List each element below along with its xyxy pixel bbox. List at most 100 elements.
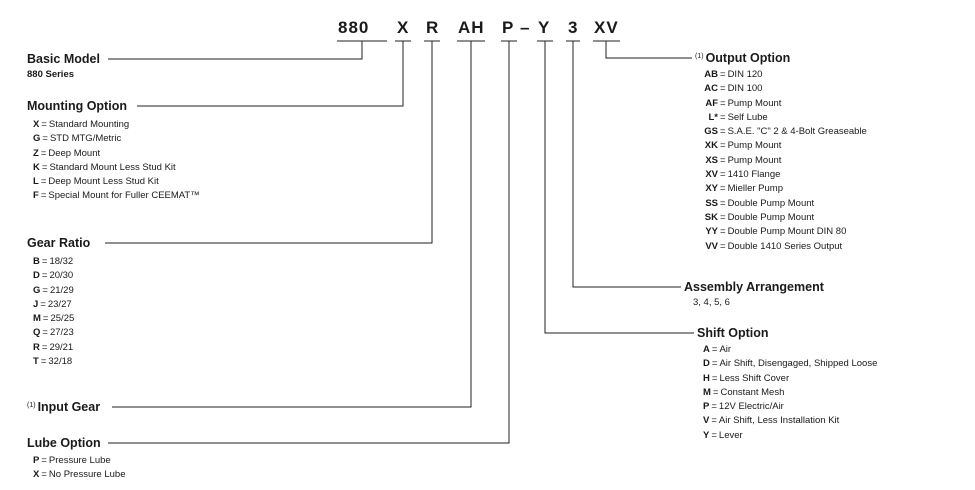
option-code: M (33, 313, 41, 325)
equals-sign: = (720, 111, 726, 123)
gear-ratio-title: Gear Ratio (27, 236, 91, 250)
option-code: GS (704, 126, 718, 138)
footnote-mark: (1) (695, 53, 704, 60)
option-description: Double Pump Mount (727, 197, 815, 209)
leader-shift-option (544, 41, 694, 334)
option-code: R (33, 341, 40, 353)
equals-sign: = (41, 455, 47, 466)
code-input-gear: AH (458, 18, 485, 37)
list-item: XS=Pump Mount (695, 154, 867, 168)
option-code: AB (704, 69, 718, 80)
equals-sign: = (41, 161, 48, 173)
equals-sign: = (720, 197, 726, 209)
list-item: M=25/25 (27, 312, 90, 326)
leader-output-option (605, 41, 692, 59)
equals-sign: = (720, 240, 726, 252)
list-item: A=Air (697, 343, 877, 357)
equals-sign: = (720, 154, 726, 166)
option-description: No Pressure Lube (48, 469, 126, 481)
list-item: B=18/32 (27, 255, 90, 269)
option-code: D (33, 270, 40, 282)
equals-sign: = (41, 256, 48, 267)
option-description: Double 1410 Series Output (727, 240, 843, 252)
list-item: X=No Pressure Lube (27, 468, 125, 482)
equals-sign: = (41, 119, 47, 130)
option-code: XV (705, 169, 718, 181)
option-code: P (703, 401, 710, 413)
option-description: Constant Mesh (720, 386, 785, 398)
option-description: 20/30 (49, 270, 74, 282)
option-code: X (33, 469, 40, 481)
leader-basic-model (108, 41, 363, 60)
input-gear-title: Input Gear (37, 400, 101, 414)
list-item: L=Deep Mount Less Stud Kit (27, 175, 200, 189)
list-item: G=21/29 (27, 284, 90, 298)
equals-sign: = (711, 429, 717, 441)
list-item: F=Special Mount for Fuller CEEMAT™ (27, 189, 200, 203)
list-item: VV=Double 1410 Series Output (695, 240, 867, 254)
equals-sign: = (40, 356, 47, 368)
equals-sign: = (711, 372, 718, 384)
code-output-option: XV (594, 18, 619, 37)
list-item: P=12V Electric/Air (697, 400, 877, 414)
list-item: X=Standard Mounting (27, 118, 200, 132)
option-code: L (33, 176, 39, 188)
option-description: Air Shift, Disengaged, Shipped Loose (719, 358, 878, 370)
list-item: J=23/27 (27, 298, 90, 312)
option-code: G (33, 284, 41, 296)
equals-sign: = (720, 140, 726, 152)
equals-sign: = (720, 183, 726, 195)
option-code: P (33, 455, 40, 466)
option-description: 23/27 (47, 298, 72, 310)
shift-option-title: Shift Option (697, 326, 769, 340)
option-code: XK (704, 140, 718, 152)
equals-sign: = (720, 83, 726, 95)
leader-assembly (572, 41, 681, 288)
leader-input-gear (112, 41, 472, 408)
option-code: B (33, 256, 40, 267)
option-code: VV (705, 240, 718, 252)
equals-sign: = (42, 284, 48, 296)
list-item: D=20/30 (27, 269, 90, 283)
basic-model-section: Basic Model 880 Series (27, 52, 100, 82)
option-code: X (33, 119, 40, 130)
option-description: 18/32 (49, 256, 74, 267)
equals-sign: = (41, 341, 48, 353)
option-code: Z (33, 147, 39, 159)
basic-model-subtitle: 880 Series (27, 69, 75, 80)
option-description: S.A.E. "C" 2 & 4-Bolt Greaseable (727, 126, 867, 138)
equals-sign: = (40, 190, 47, 202)
equals-sign: = (42, 327, 48, 339)
code-mounting-option: X (397, 18, 410, 37)
list-item: D=Air Shift, Disengaged, Shipped Loose (697, 357, 877, 371)
equals-sign: = (720, 97, 726, 109)
list-item: SS=Double Pump Mount (695, 197, 867, 211)
option-description: 21/29 (49, 284, 74, 296)
option-code: T (33, 356, 39, 368)
code-shift-option: Y (538, 18, 551, 37)
list-item: L*=Self Lube (695, 111, 867, 125)
option-code: Q (33, 327, 41, 339)
list-item: XK=Pump Mount (695, 139, 867, 153)
equals-sign: = (40, 176, 47, 188)
option-code: J (33, 298, 39, 310)
option-code: M (703, 386, 711, 398)
option-description: Air (719, 344, 732, 355)
option-description: Air Shift, Less Installation Kit (718, 415, 840, 427)
option-description: 1410 Flange (727, 169, 781, 181)
option-description: 25/25 (50, 313, 75, 325)
option-description: DIN 120 (727, 69, 763, 80)
list-item: AB=DIN 120 (695, 68, 867, 82)
leader-mounting-option (137, 41, 404, 107)
code-lube-option: P (502, 18, 515, 37)
equals-sign: = (720, 126, 726, 138)
option-description: 29/21 (49, 341, 74, 353)
equals-sign: = (720, 169, 726, 181)
leader-gear-ratio (105, 41, 433, 244)
option-description: 12V Electric/Air (718, 401, 784, 413)
list-item: H=Less Shift Cover (697, 372, 877, 386)
list-item: XV=1410 Flange (695, 168, 867, 182)
list-item: P=Pressure Lube (27, 454, 125, 468)
